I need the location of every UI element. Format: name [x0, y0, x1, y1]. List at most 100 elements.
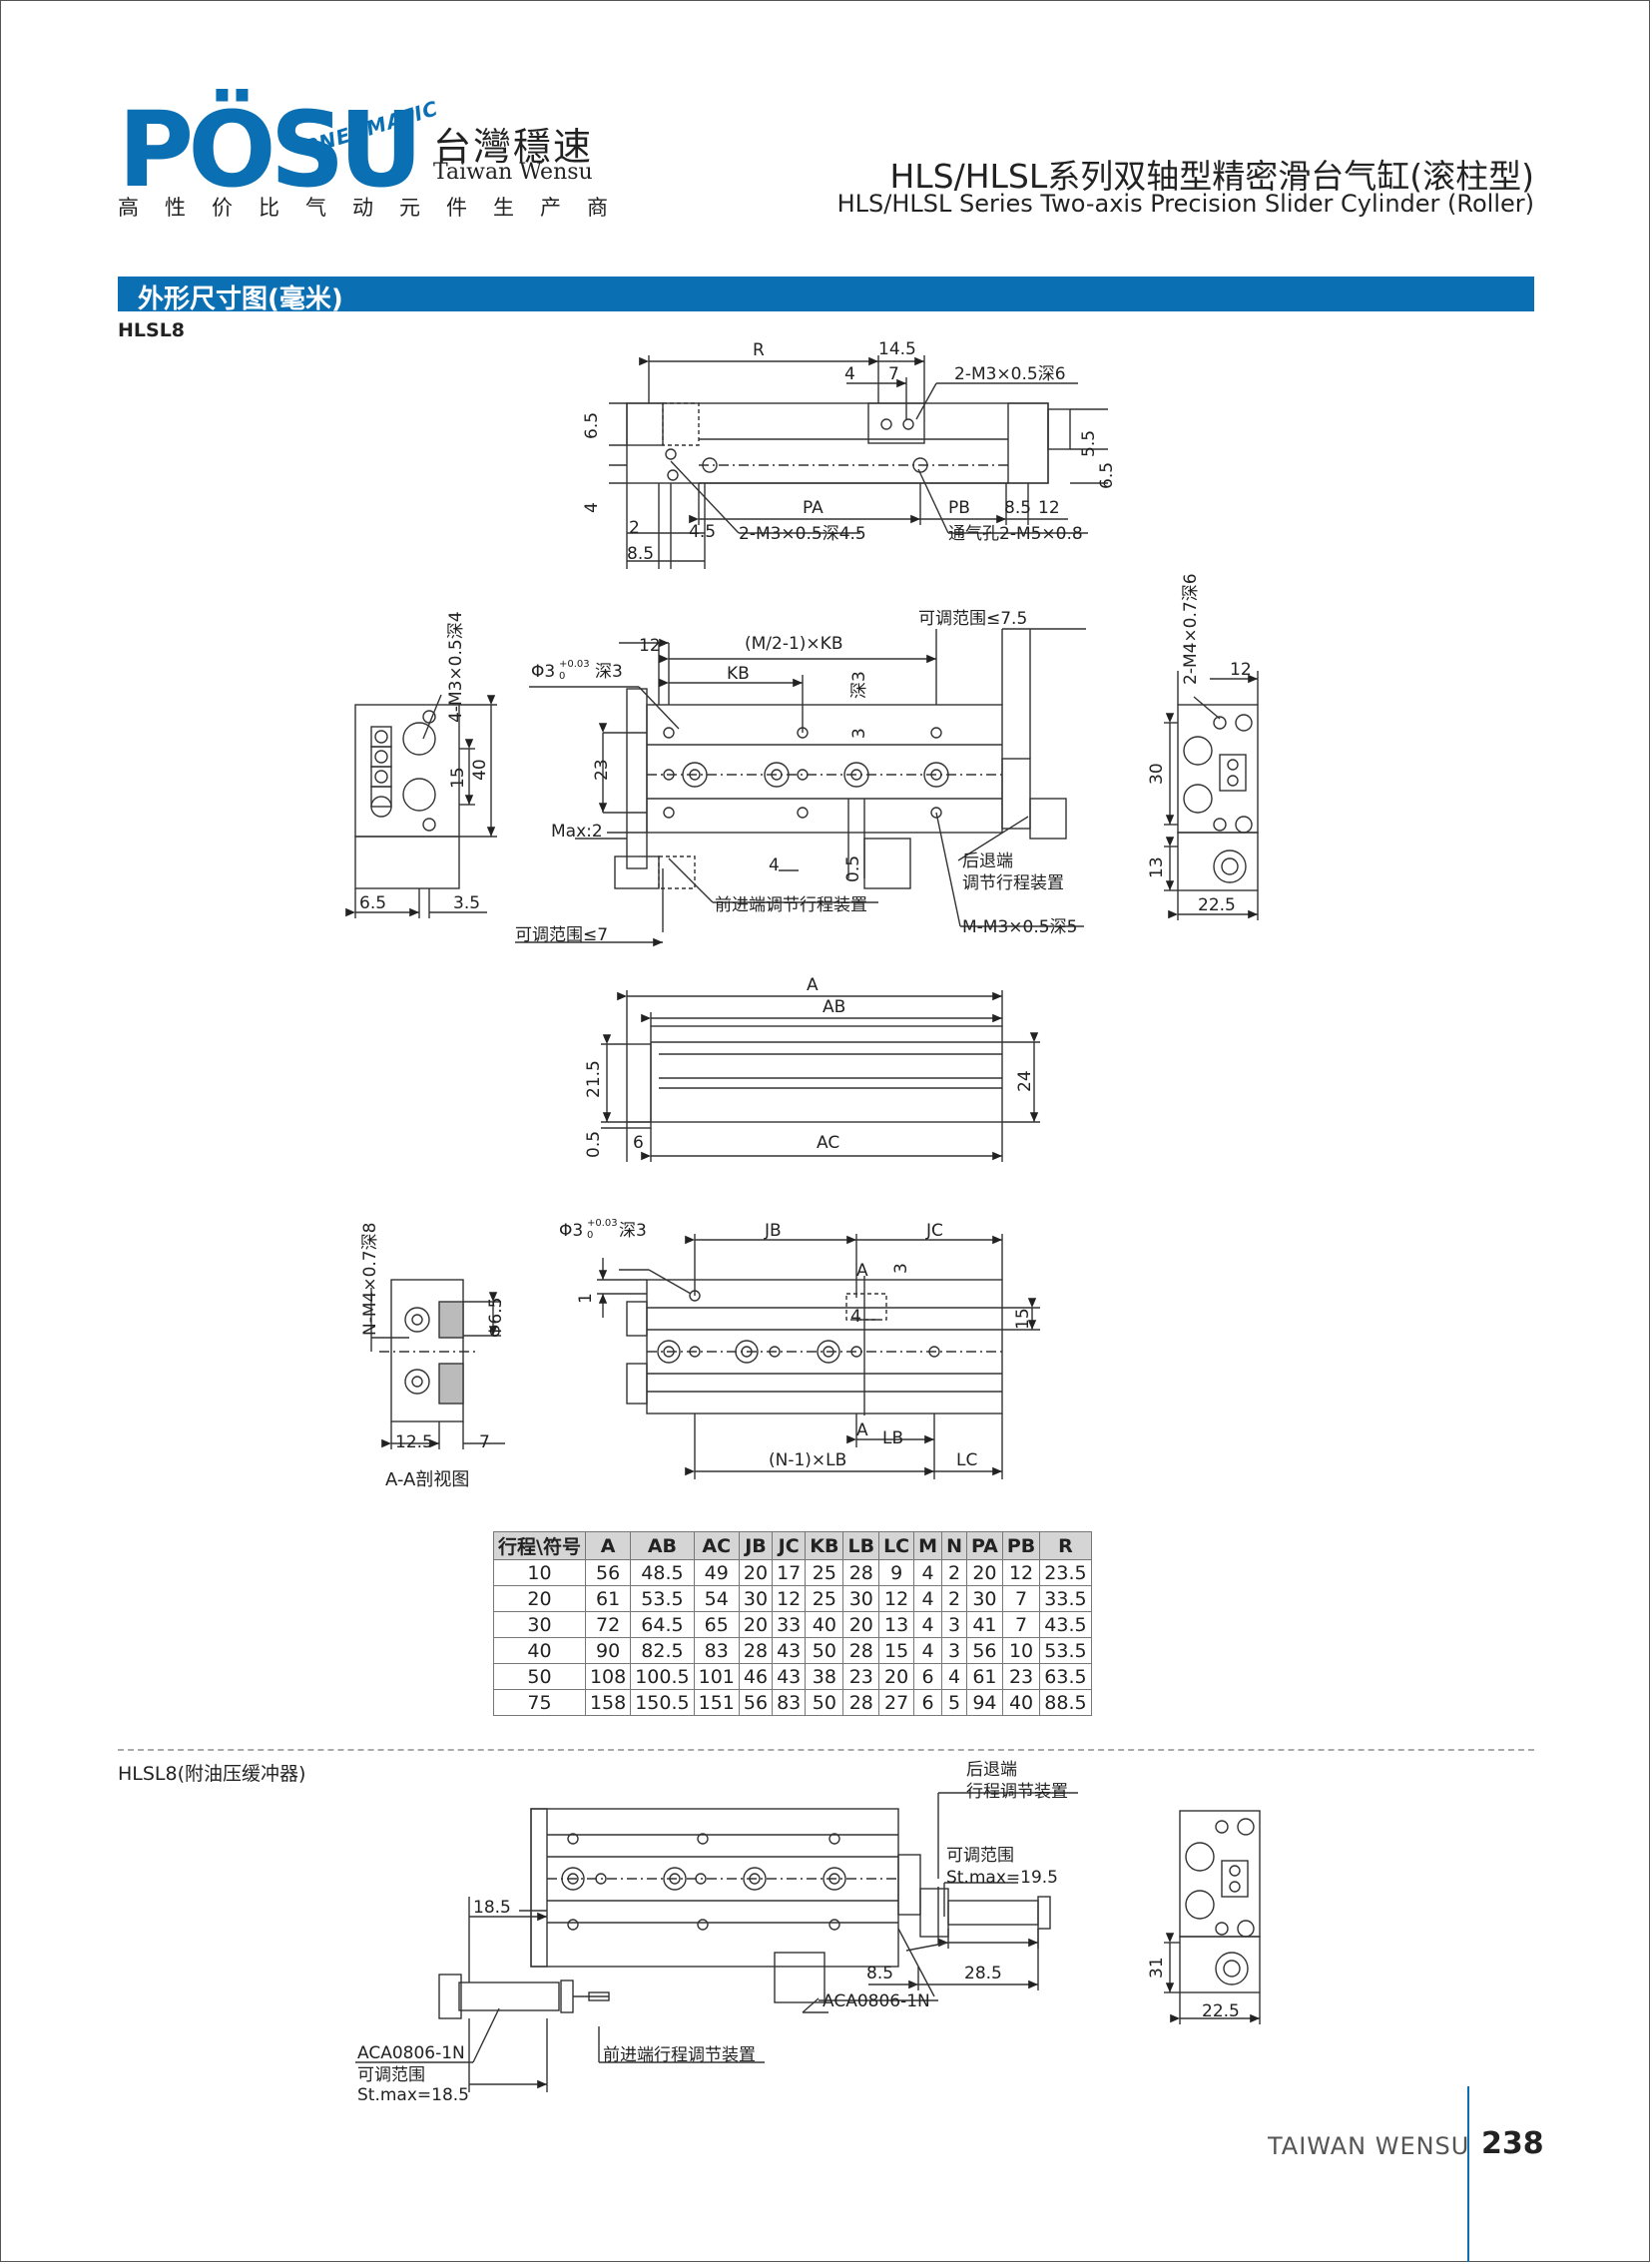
dim-LB: LB: [882, 1428, 903, 1448]
table-cell: 100.5: [630, 1663, 695, 1690]
table-cell: 53.5: [630, 1585, 695, 1612]
table-cell: 13: [878, 1611, 915, 1638]
thread-m3-d4-5: 2-M3×0.5深4.5: [739, 524, 866, 544]
table-cell: 10: [493, 1559, 586, 1586]
table-cell: 30: [842, 1585, 880, 1612]
table-cell: 40: [1001, 1689, 1041, 1716]
front-adjust-b: 前进端行程调节装置: [603, 2045, 756, 2065]
table-cell: 56: [738, 1689, 774, 1716]
max-2: Max:2: [551, 822, 603, 842]
dim-0-5: 0.5: [843, 855, 863, 882]
table-cell: 38: [805, 1663, 844, 1690]
table-header: PA: [965, 1531, 1003, 1560]
table-cell: 88.5: [1039, 1689, 1092, 1716]
deep3: 深3: [595, 662, 623, 682]
table-cell: 9: [878, 1559, 915, 1586]
table-cell: 48.5: [630, 1559, 695, 1586]
adjust-range-7-5: 可调范围≤7.5: [918, 609, 1027, 629]
dim-6-5-b: 6.5: [1097, 462, 1117, 489]
dim-18-5: 18.5: [473, 1898, 511, 1918]
table-cell: 50: [805, 1637, 844, 1664]
dim-14-5: 14.5: [878, 339, 916, 359]
front-adjust: 前进端调节行程装置: [715, 895, 867, 915]
dim-nlb: (N-1)×LB: [769, 1450, 846, 1470]
table-cell: 30: [738, 1585, 774, 1612]
dim-2: 2: [629, 518, 640, 538]
dim-AB: AB: [823, 997, 845, 1017]
section-divider: [118, 1749, 1534, 1751]
table-cell: 64.5: [630, 1611, 695, 1638]
table-cell: 56: [584, 1559, 632, 1586]
dim-8-5: 8.5: [1004, 498, 1031, 518]
table-cell: 43.5: [1039, 1611, 1092, 1638]
dim-R: R: [753, 340, 765, 360]
table-cell: 53.5: [1039, 1637, 1092, 1664]
table-cell: 25: [805, 1585, 844, 1612]
dim-30: 30: [1147, 763, 1167, 785]
page-number: 238: [1481, 2126, 1544, 2161]
dim-24: 24: [1015, 1070, 1035, 1092]
dim-4-5: 4.5: [689, 522, 716, 542]
phi3-b: Φ3: [559, 1221, 583, 1241]
table-cell: 5: [941, 1689, 967, 1716]
table-cell: 94: [965, 1689, 1003, 1716]
brand-cn-name: 台灣穩速: [433, 125, 594, 169]
table-cell: 108: [584, 1663, 632, 1690]
table-header: AB: [630, 1531, 695, 1560]
table-cell: 4: [941, 1663, 967, 1690]
thread-mm3: M-M3×0.5深5: [962, 917, 1077, 937]
table-cell: 50: [493, 1663, 586, 1690]
thread-4-m3: 4-M3×0.5深4: [446, 611, 466, 723]
section-view-label: A-A剖视图: [385, 1469, 469, 1490]
model-label-buffer: HLSL8(附油压缓冲器): [118, 1763, 306, 1785]
table-cell: 151: [693, 1689, 740, 1716]
dim-mkb: (M/2-1)×KB: [745, 634, 842, 654]
table-cell: 40: [805, 1611, 844, 1638]
table-header: PB: [1001, 1531, 1041, 1560]
table-header: KB: [805, 1531, 844, 1560]
table-cell: 12: [1001, 1559, 1041, 1586]
table-header: AC: [693, 1531, 740, 1560]
dim-4-c: 4: [769, 855, 780, 875]
dim-12: 12: [1038, 498, 1060, 518]
table-cell: 30: [965, 1585, 1003, 1612]
table-header-row: 行程\符号 A AB AC JB JC KB LB LC M N PA PB R: [493, 1531, 1092, 1560]
brand-slogan: 高性价比气动元件生产商: [118, 196, 634, 220]
dim-JB: JB: [764, 1221, 782, 1241]
thread-n-m4: N-M4×0.7深8: [360, 1223, 380, 1336]
st-max-19-5: St.max=19.5: [946, 1868, 1058, 1888]
footer-company: TAIWAN WENSU: [1268, 2132, 1470, 2160]
dim-40: 40: [470, 759, 490, 781]
dim-4: 4: [844, 364, 855, 384]
buffer-model-right: ACA0806-1N: [823, 1991, 930, 2011]
dim-6-5-c: 6.5: [359, 893, 386, 913]
dim-22-5: 22.5: [1198, 895, 1236, 915]
buffer-model-left: ACA0806-1N: [357, 2043, 465, 2063]
dim-15: 15: [448, 767, 468, 789]
section-marker-A-bottom: A: [856, 1420, 868, 1440]
dim-12-b: 12: [639, 636, 661, 656]
table-header: JC: [772, 1531, 807, 1560]
dim-4-d: 4: [850, 1307, 861, 1327]
table-cell: 63.5: [1039, 1663, 1092, 1690]
tol-plus-b: +0.03: [587, 1218, 618, 1229]
table-cell: 43: [772, 1637, 807, 1664]
rear-adjust-2: 调节行程装置: [962, 873, 1064, 893]
table-cell: 15: [878, 1637, 915, 1664]
table-cell: 6: [913, 1689, 943, 1716]
dim-13: 13: [1147, 856, 1167, 878]
table-cell: 82.5: [630, 1637, 695, 1664]
table-cell: 17: [772, 1559, 807, 1586]
table-cell: 90: [584, 1637, 632, 1664]
dim-JC: JC: [925, 1221, 943, 1241]
dim-3-5: 3.5: [453, 893, 480, 913]
table-cell: 49: [693, 1559, 740, 1586]
table-cell: 20: [878, 1663, 915, 1690]
table-cell: 28: [738, 1637, 774, 1664]
section-marker-A-top: A: [856, 1261, 868, 1281]
dim-15-b: 15: [1013, 1308, 1033, 1330]
table-cell: 33.5: [1039, 1585, 1092, 1612]
